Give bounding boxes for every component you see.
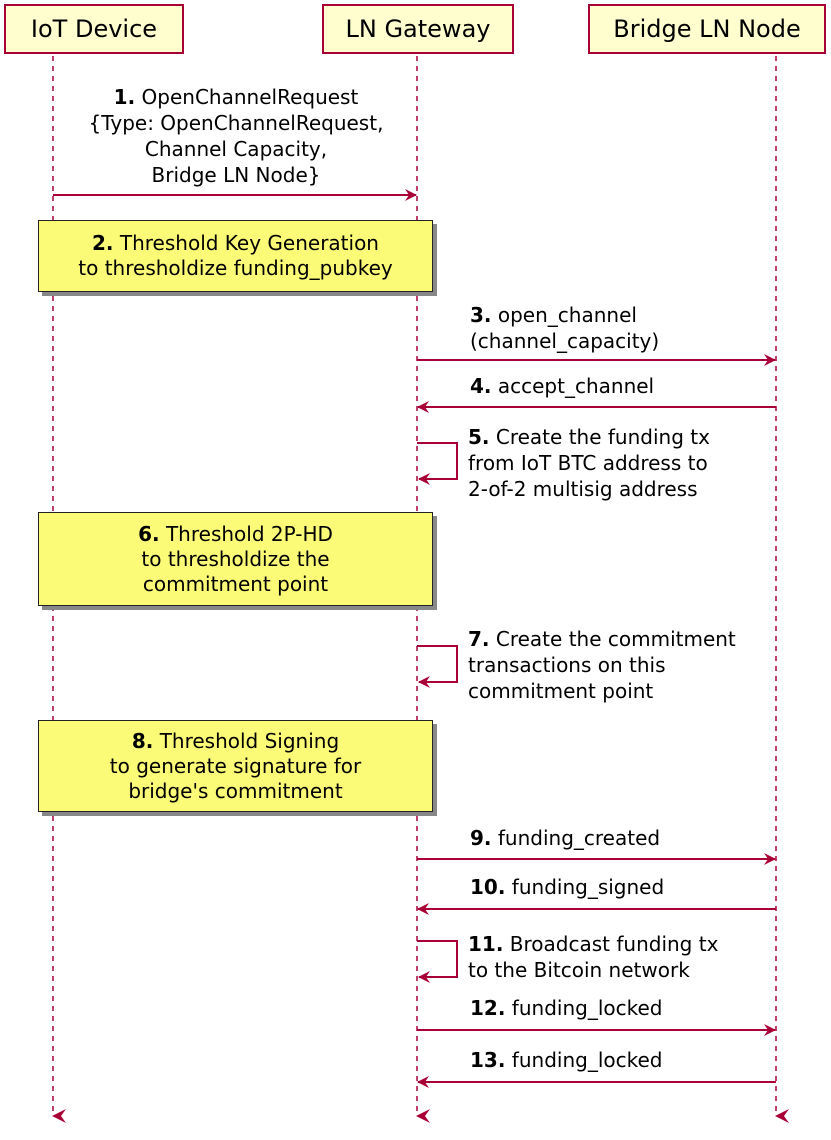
message-5-self-arrow	[417, 442, 458, 485]
message-1-label: 1. OpenChannelRequest {Type: OpenChannel…	[88, 85, 384, 187]
participant-ln-gateway: LN Gateway	[322, 4, 514, 54]
message-7-self-arrow	[417, 645, 458, 688]
message-7-label: 7. Create the commitment transactions on…	[468, 627, 736, 703]
message-11-self-arrow	[417, 940, 458, 983]
note-8-threshold-signing: 8. Threshold Signing to generate signatu…	[38, 720, 433, 812]
participant-iot-device: IoT Device	[4, 4, 184, 54]
note-6-threshold-2p-hd: 6. Threshold 2P-HD to thresholdize the c…	[38, 512, 433, 606]
participant-label: Bridge LN Node	[613, 15, 801, 43]
message-3-label: 3. open_channel (channel_capacity)	[470, 303, 660, 353]
message-11-label: 11. Broadcast funding tx to the Bitcoin …	[468, 932, 719, 982]
message-10-label: 10. funding_signed	[470, 875, 665, 899]
participant-bridge-ln-node: Bridge LN Node	[588, 4, 826, 54]
note-2-threshold-key-generation: 2. Threshold Key Generation to threshold…	[38, 220, 433, 292]
participant-label: LN Gateway	[345, 15, 491, 43]
message-12-label: 12. funding_locked	[470, 996, 663, 1020]
participant-label: IoT Device	[30, 15, 158, 43]
message-4-label: 4. accept_channel	[470, 374, 655, 398]
message-5-label: 5. Create the funding tx from IoT BTC ad…	[468, 425, 710, 501]
message-13-label: 13. funding_locked	[470, 1048, 663, 1072]
message-9-label: 9. funding_created	[470, 826, 661, 850]
